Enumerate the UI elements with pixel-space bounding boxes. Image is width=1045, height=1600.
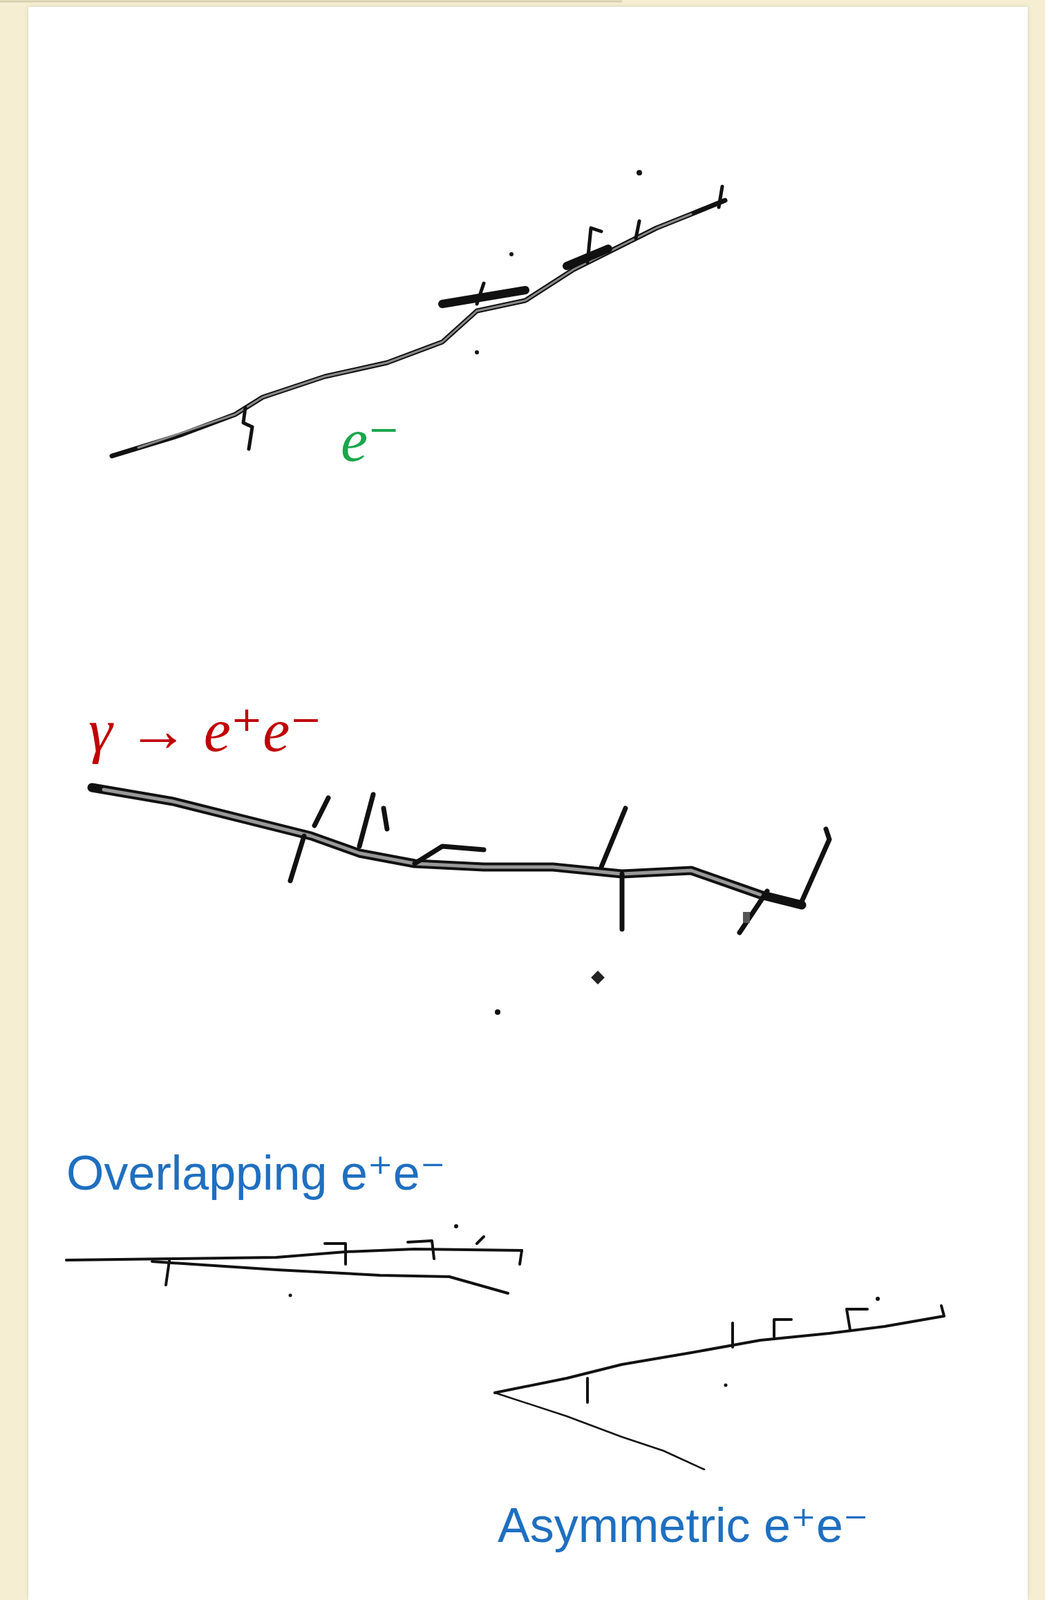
hit-blob [590,971,605,985]
hit-dot [636,170,643,176]
hit-dot [724,1384,728,1388]
track-dense [442,248,609,305]
track-core [66,1249,522,1261]
electron-track [111,170,726,457]
hit-dot [474,350,479,355]
particle-label: e⁻ [340,407,401,475]
track-shade [103,789,761,896]
track-core [152,1262,508,1294]
overlapping-pair [66,1224,522,1298]
hit-dot [494,1009,501,1016]
category-label: Asymmetric e⁺e⁻ [497,1499,869,1553]
track-branches [165,1237,522,1286]
track-branches [587,1309,868,1404]
track-branches [243,186,723,450]
process-label: γ → e⁺e⁻ [88,698,323,766]
hit-dot [454,1224,459,1229]
track-core [111,200,726,457]
hit-dot [288,1294,293,1298]
hit-dot [509,252,514,257]
photon-shower [91,787,830,1016]
hit-dot [875,1297,880,1302]
track-branches [290,794,830,934]
asymmetric-pair [494,1297,945,1471]
top-rule [0,0,623,3]
track-core [494,1393,705,1471]
hit-blob [742,912,750,924]
category-label: Overlapping e⁺e⁻ [66,1147,446,1201]
track-core [494,1306,945,1394]
track-shade [138,214,692,448]
